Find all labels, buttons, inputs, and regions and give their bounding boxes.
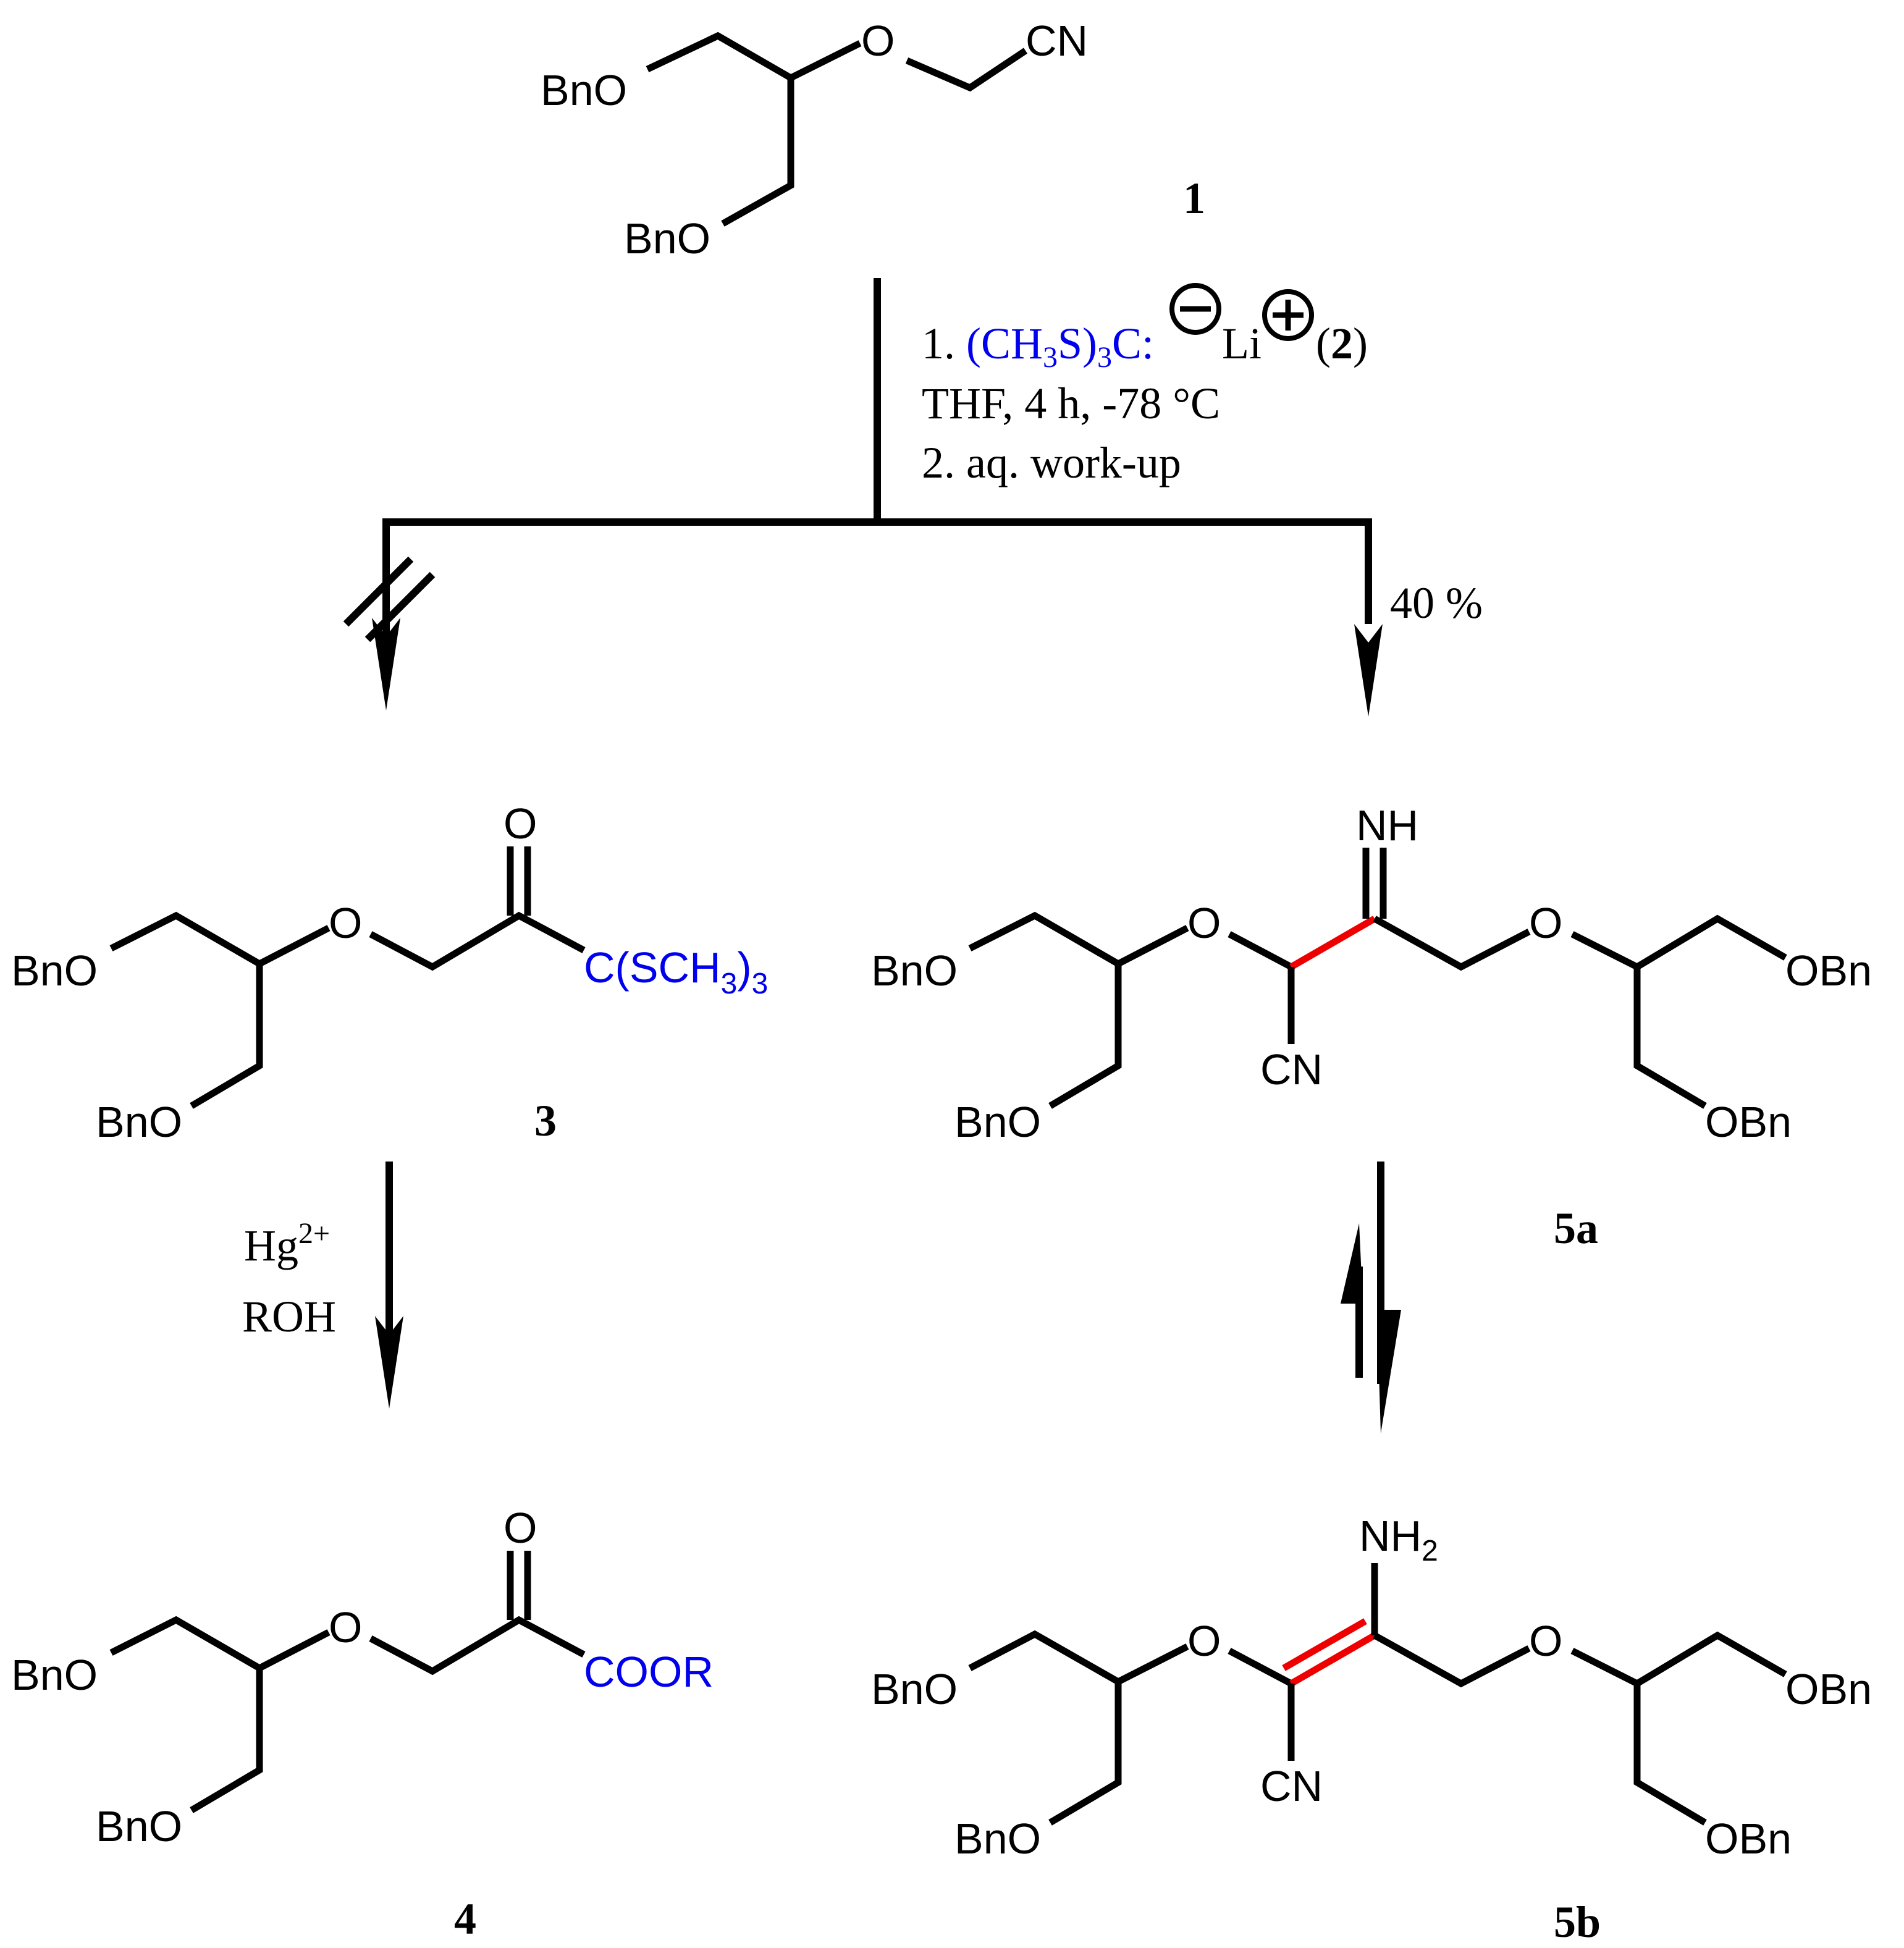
compound-5a-cn: CN	[1260, 1045, 1323, 1094]
compound-4-ester-group: COOR	[584, 1648, 714, 1696]
compound-5b-ether-o-right: O	[1529, 1617, 1562, 1665]
cation-li: Li	[1222, 319, 1262, 368]
compound-5b-cn: CN	[1260, 1762, 1323, 1810]
compound-1: CN O BnO BnO 1	[541, 17, 1205, 263]
compound-1-cn: CN	[1026, 17, 1088, 65]
reagent-ref: (2)	[1316, 319, 1368, 368]
compound-1-ether-o: O	[861, 17, 895, 65]
compound-5a: NH CN O O BnO BnO OBn OBn 5a	[871, 801, 1872, 1253]
roh-reagent: ROH	[242, 1292, 336, 1341]
compound-3-ether-o: O	[329, 899, 362, 947]
compound-4-carbonyl-o: O	[503, 1504, 537, 1552]
compound-5b-bonds-right	[1373, 1632, 1531, 1688]
compound-5a-ether-o-right: O	[1529, 899, 1562, 947]
compound-1-obn-bottom: BnO	[624, 214, 710, 263]
branch-line	[382, 518, 1372, 680]
conditions-line3: 2. aq. work-up	[922, 438, 1181, 487]
compound-5b-bonds-left-2	[1048, 1682, 1122, 1826]
eq-forward-head	[1377, 1310, 1401, 1433]
compound-3-bonds-3	[190, 964, 263, 1109]
compound-4-bonds	[109, 1616, 331, 1672]
compound-1-label: 1	[1183, 174, 1205, 223]
compound-3-trithio-group: C(SCH3)3	[584, 943, 768, 1000]
compound-5a-bonds-left	[968, 911, 1189, 968]
compound-5a-bonds-right-2	[1570, 914, 1787, 971]
compound-5a-ether-o-left: O	[1187, 899, 1221, 947]
compound-5b-ether-o-left: O	[1187, 1617, 1221, 1665]
compound-5b-obn-top-left: BnO	[871, 1665, 958, 1713]
equilibrium-arrows-icon	[1341, 1162, 1401, 1433]
compound-3: O O BnO BnO C(SCH3)3 3	[11, 799, 768, 1146]
compound-5b-amine: NH2	[1359, 1512, 1438, 1567]
compound-5a-label: 5a	[1554, 1204, 1598, 1253]
compound-5b-label: 5b	[1554, 1897, 1601, 1947]
branch-arrows	[343, 278, 1383, 717]
compound-5a-obn-top-right: OBn	[1785, 947, 1872, 995]
crossed-arrow-icon	[343, 556, 436, 643]
compound-5a-bonds-left-2	[1048, 964, 1122, 1109]
compound-5a-red-bond	[1289, 916, 1376, 970]
compound-1-bonds	[646, 32, 862, 82]
compound-1-bonds-3	[721, 78, 794, 227]
compound-5b-obn-top-right: OBn	[1785, 1665, 1872, 1713]
compound-5b: NH2 CN O O BnO BnO OBn OBn 5b	[871, 1512, 1872, 1947]
compound-4-obn-bottom: BnO	[96, 1802, 182, 1850]
eq-reverse-head	[1341, 1223, 1363, 1304]
conditions-line2: THF, 4 h, -78 °C	[922, 379, 1220, 428]
compound-4-obn-top: BnO	[11, 1651, 98, 1699]
compound-5b-red-double-bond-1	[1289, 1632, 1376, 1687]
yield-label: 40 %	[1390, 578, 1483, 628]
compound-4-ether-o: O	[329, 1603, 362, 1651]
compound-5b-obn-bottom-left: BnO	[954, 1815, 1041, 1863]
compound-3-carbonyl-o: O	[503, 799, 537, 848]
right-arrow-head	[1354, 624, 1383, 717]
arrow-3-to-4: Hg2+ ROH	[242, 1162, 403, 1409]
compound-3-label: 3	[534, 1096, 557, 1145]
compound-3-bonds-2	[369, 911, 586, 971]
compound-3-bonds	[109, 911, 331, 968]
compound-5b-bonds-right-3	[1633, 1684, 1707, 1826]
conditions-step1: 1. (CH3S)3C: Li (2) THF, 4 h, -78 °C 2. …	[922, 283, 1483, 628]
compound-5a-bonds-right-3	[1633, 967, 1707, 1109]
cation-charge-icon	[1262, 289, 1314, 341]
compound-5b-bonds-left	[968, 1630, 1189, 1686]
left-arrow-head	[372, 618, 400, 710]
compound-5a-bonds-right	[1373, 916, 1531, 971]
compound-5b-red-double-bond-2	[1282, 1618, 1367, 1671]
compound-5a-bonds-center	[1228, 931, 1293, 970]
compound-5a-obn-top-left: BnO	[871, 947, 958, 995]
compound-5a-obn-bottom-left: BnO	[954, 1098, 1041, 1146]
compound-1-obn-top: BnO	[541, 66, 627, 114]
compound-5b-bonds-right-2	[1570, 1631, 1787, 1688]
compound-5a-imine-nh: NH	[1356, 801, 1418, 850]
arrow-3-to-4-head	[375, 1316, 403, 1409]
compound-3-obn-bottom: BnO	[96, 1098, 182, 1146]
hg-reagent: Hg2+	[244, 1217, 330, 1270]
compound-5b-obn-bottom-right: OBn	[1705, 1815, 1792, 1863]
anion-charge-icon	[1169, 283, 1221, 335]
compound-4: O O BnO BnO COOR 4	[11, 1504, 714, 1944]
compound-4-bonds-3	[190, 1668, 263, 1813]
compound-4-bonds-2	[369, 1616, 586, 1676]
compound-4-label: 4	[454, 1894, 476, 1944]
compound-5b-bonds-center	[1228, 1648, 1293, 1687]
compound-1-bonds-2	[905, 48, 1028, 92]
compound-3-obn-top: BnO	[11, 947, 98, 995]
conditions-line1: 1. (CH3S)3C:	[922, 319, 1154, 374]
compound-5a-obn-bottom-right: OBn	[1705, 1098, 1792, 1146]
